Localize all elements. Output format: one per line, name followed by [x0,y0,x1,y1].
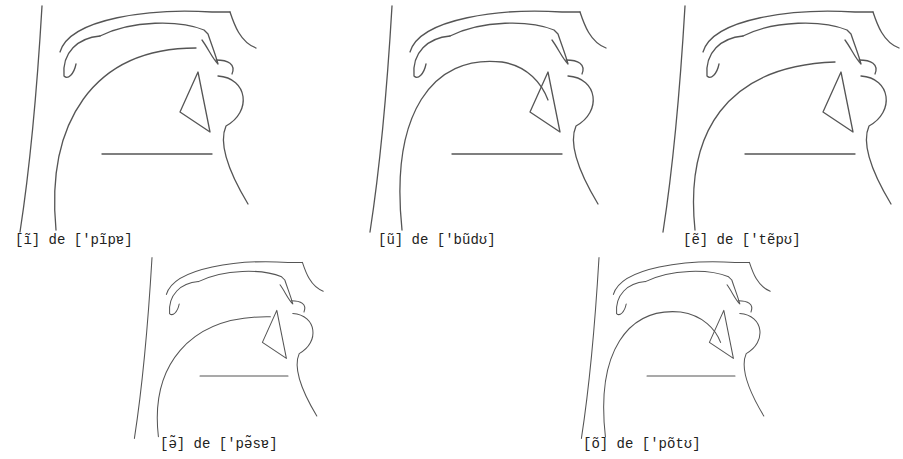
vocal-tract-u [370,6,606,232]
vowel-caption: [ə̃] de ['pə̃sɐ] [160,436,278,453]
vocal-tract-i [20,6,256,232]
vowel-caption: [ĩ] de ['pĩpɐ] [15,232,133,249]
vowel-caption: [ũ] de ['bũdʊ] [378,232,496,249]
vocal-tract-e [663,6,899,232]
vowel-caption: [õ] de ['põtʊ] [583,436,701,453]
vocal-tract-schwa [134,258,323,439]
vowel-caption: [ẽ] de ['tẽpʊ] [683,232,801,249]
vocal-tract-o [581,258,770,439]
